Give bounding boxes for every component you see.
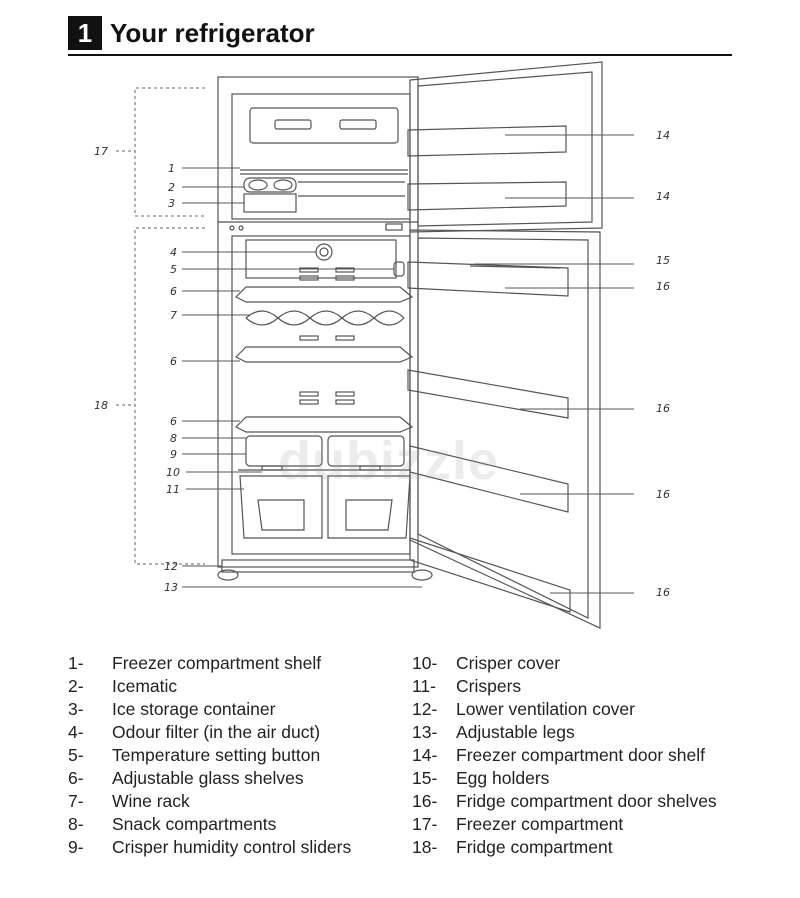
legend-item: 10-Crisper cover xyxy=(412,653,561,673)
freezer-door-shelf-2 xyxy=(407,181,567,211)
callout-16b: 16 xyxy=(656,402,670,415)
legend-item: 18-Fridge compartment xyxy=(412,837,613,857)
callout-15: 15 xyxy=(656,254,670,267)
crisper-right xyxy=(327,475,411,539)
ice-storage-container xyxy=(243,193,297,213)
humidity-slider-left xyxy=(261,465,283,471)
freezer-door-shelf-1 xyxy=(407,125,567,157)
legend-item: 8-Snack compartments xyxy=(68,814,277,834)
legend-left: 1-Freezer compartment shelf 2-Icematic 3… xyxy=(68,652,351,859)
callout-7: 7 xyxy=(170,309,177,322)
freezer-interior xyxy=(231,93,411,220)
legend-item: 9-Crisper humidity control sliders xyxy=(68,837,352,857)
callout-5: 5 xyxy=(170,263,177,276)
callout-2: 2 xyxy=(168,181,175,194)
freezer-door xyxy=(409,61,603,233)
callout-6a: 6 xyxy=(170,285,177,298)
legend-item: 11-Crispers xyxy=(412,676,522,696)
section-header: 1 Your refrigerator xyxy=(68,14,732,56)
section-title: Your refrigerator xyxy=(110,18,315,48)
legend-item: 12-Lower ventilation cover xyxy=(412,699,635,719)
air-duct xyxy=(245,239,397,279)
callout-6c: 6 xyxy=(170,415,177,428)
callout-17: 17 xyxy=(94,145,108,158)
legend-item: 2-Icematic xyxy=(68,676,178,696)
callout-12: 12 xyxy=(164,560,178,573)
snack-compartment-left xyxy=(245,435,323,467)
callout-11: 11 xyxy=(166,483,180,496)
fridge-door-shelf-2 xyxy=(409,445,569,513)
section-number: 1 xyxy=(68,16,102,50)
callout-14b: 14 xyxy=(656,190,670,203)
callout-8: 8 xyxy=(170,432,177,445)
egg-holder xyxy=(407,261,569,297)
fridge-door xyxy=(409,229,601,629)
leg-left xyxy=(217,569,239,581)
freezer-vent xyxy=(249,107,399,144)
legend-item: 1-Freezer compartment shelf xyxy=(68,653,322,673)
humidity-slider-right xyxy=(359,465,381,471)
callout-18: 18 xyxy=(94,399,108,412)
glass-shelf-2 xyxy=(234,346,414,363)
legend-item: 16-Fridge compartment door shelves xyxy=(412,791,717,811)
legend-item: 14-Freezer compartment door shelf xyxy=(412,745,705,765)
callout-6b: 6 xyxy=(170,355,177,368)
callout-16a: 16 xyxy=(656,280,670,293)
callout-13: 13 xyxy=(164,581,178,594)
callout-16d: 16 xyxy=(656,586,670,599)
lower-ventilation-cover xyxy=(221,559,415,573)
callout-10: 10 xyxy=(166,466,180,479)
callout-3: 3 xyxy=(168,197,175,210)
callout-1: 1 xyxy=(168,162,175,175)
odour-filter xyxy=(315,243,333,261)
glass-shelf-1 xyxy=(234,286,414,303)
callout-9: 9 xyxy=(170,448,177,461)
crisper-left xyxy=(239,475,323,539)
fridge-door-shelf-1 xyxy=(407,369,569,419)
legend-item: 6-Adjustable glass shelves xyxy=(68,768,304,788)
leg-right xyxy=(411,569,433,581)
legend-item: 7-Wine rack xyxy=(68,791,190,811)
legend-item: 3-Ice storage container xyxy=(68,699,276,719)
freezer-bracket xyxy=(134,87,205,217)
cabinet-body xyxy=(217,76,419,568)
callout-16c: 16 xyxy=(656,488,670,501)
glass-shelf-3 xyxy=(234,416,414,433)
callout-14a: 14 xyxy=(656,129,670,142)
legend-item: 15-Egg holders xyxy=(412,768,550,788)
legend-item: 5-Temperature setting button xyxy=(68,745,321,765)
refrigerator-diagram: 1 2 3 4 5 6 7 6 6 8 9 10 11 12 13 17 18 … xyxy=(94,61,670,629)
legend-right: 10-Crisper cover 11-Crispers 12-Lower ve… xyxy=(412,652,717,859)
legend-item: 13-Adjustable legs xyxy=(412,722,575,742)
wine-rack xyxy=(245,310,405,326)
icematic xyxy=(243,177,297,193)
watermark: dubizzle xyxy=(278,431,499,491)
fridge-bracket xyxy=(134,227,205,565)
fridge-door-shelf-3 xyxy=(409,537,571,613)
legend-item: 17-Freezer compartment xyxy=(412,814,624,834)
callout-4: 4 xyxy=(170,246,177,259)
legend-item: 4-Odour filter (in the air duct) xyxy=(68,722,321,742)
